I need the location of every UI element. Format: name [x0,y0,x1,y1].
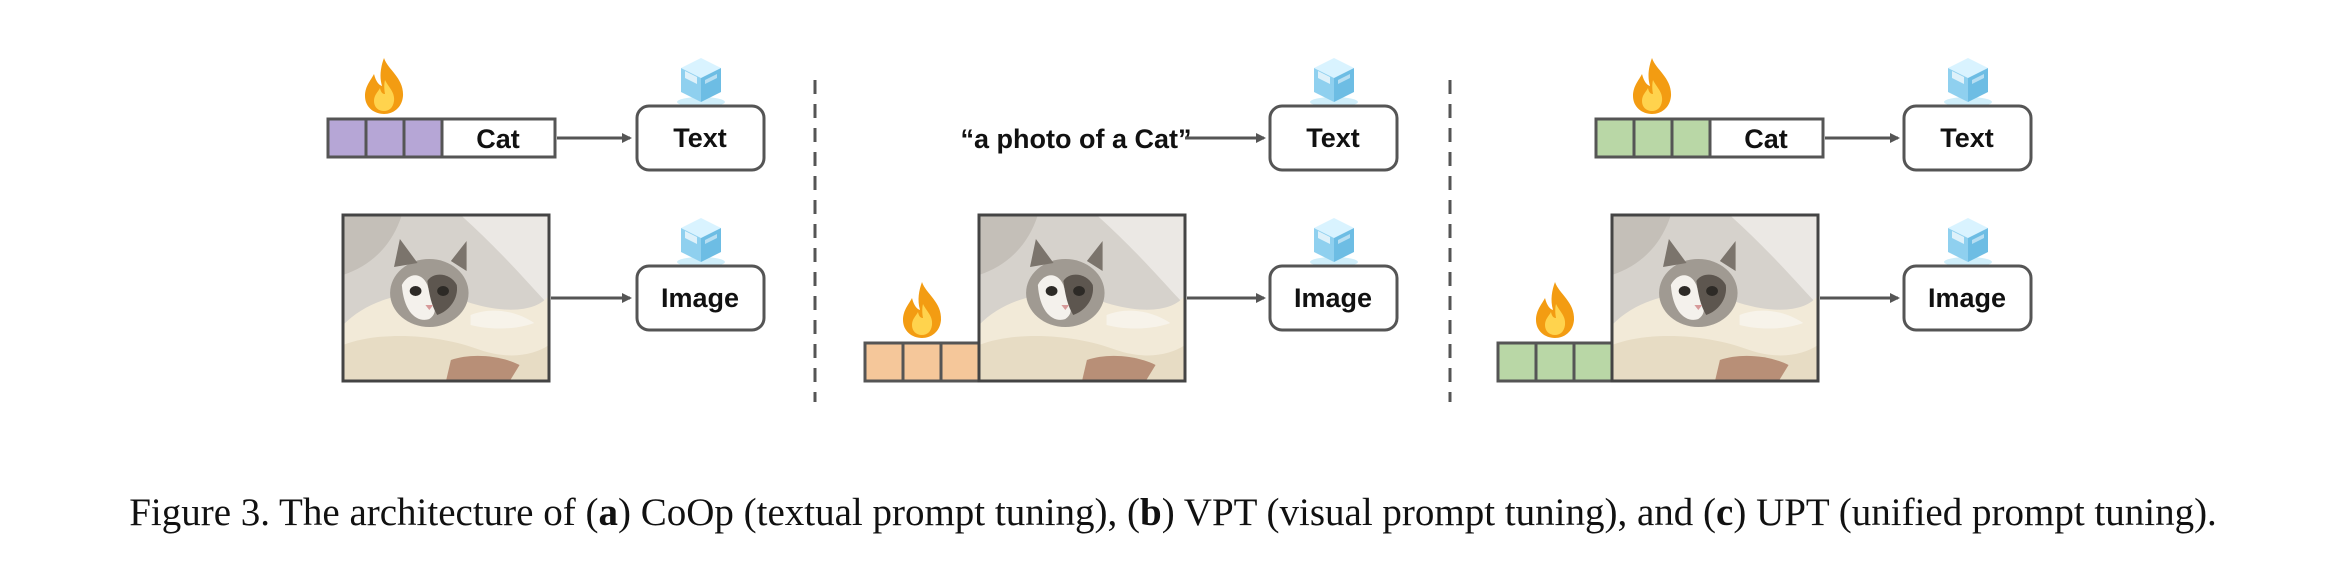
ice-cube-icon [1310,58,1358,107]
text-prompt-tokens [326,117,444,159]
image-encoder-label: Image [661,283,739,313]
cat-photo [979,215,1185,381]
fire-icon [1633,58,1672,114]
figure-caption: Figure 3. The architecture of (a) CoOp (… [0,490,2346,535]
prompt-token [364,117,406,159]
image-encoder-box [1268,264,1399,332]
prompt-token [402,117,444,159]
class-token-label: Cat [476,124,520,154]
caption-prefix: Figure 3. The architecture of ( [129,491,599,534]
text-prompt-tokens [1594,117,1712,159]
image-frame [1610,213,1820,383]
panel-b: “a photo of a Cat” Text Image [863,58,1399,383]
visual-prompt-tokens [1496,341,1614,383]
image-encoder-box [1902,264,2033,332]
class-token-box [1708,117,1825,159]
text-encoder-box [1268,104,1399,172]
prompt-token [939,341,981,383]
prompt-token [326,117,368,159]
prompt-token [901,341,943,383]
prompt-token [1572,341,1614,383]
class-token-label: Cat [1744,124,1788,154]
caption-part-c: ) UPT (unified prompt tuning). [1733,491,2217,534]
ice-cube-icon [1310,218,1358,267]
text-prompt-input: “a photo of a Cat” [961,124,1192,154]
image-encoder-label: Image [1928,283,2006,313]
fire-icon [903,282,942,338]
ice-cube-icon [1944,218,1992,267]
image-frame [977,213,1187,383]
prompt-token [1632,117,1674,159]
caption-letter-b: b [1140,491,1162,534]
ice-cube-icon [677,58,725,107]
prompt-token [1594,117,1636,159]
fire-icon [1536,282,1575,338]
prompt-token [863,341,905,383]
text-encoder-label: Text [1940,123,1994,153]
image-encoder-label: Image [1294,283,1372,313]
visual-prompt-tokens [863,341,981,383]
image-encoder-box [635,264,766,332]
prompt-token [1496,341,1538,383]
panel-a: Cat Text Image [326,58,766,383]
text-encoder-box [635,104,766,172]
text-encoder-box [1902,104,2033,172]
prompt-token [1534,341,1576,383]
fire-icon [365,58,404,114]
caption-letter-c: c [1716,491,1734,534]
text-encoder-label: Text [673,123,727,153]
caption-letter-a: a [598,491,618,534]
cat-photo [343,215,549,381]
caption-part-b: ) VPT (visual prompt tuning), and ( [1161,491,1717,534]
cat-photo [1612,215,1818,381]
image-frame [341,213,551,383]
class-token-box [440,117,557,159]
panel-c: Cat Text Image [1496,58,2033,383]
text-encoder-label: Text [1306,123,1360,153]
prompt-token [1670,117,1712,159]
caption-part-a: ) CoOp (textual prompt tuning), ( [617,491,1141,534]
ice-cube-icon [1944,58,1992,107]
ice-cube-icon [677,218,725,267]
